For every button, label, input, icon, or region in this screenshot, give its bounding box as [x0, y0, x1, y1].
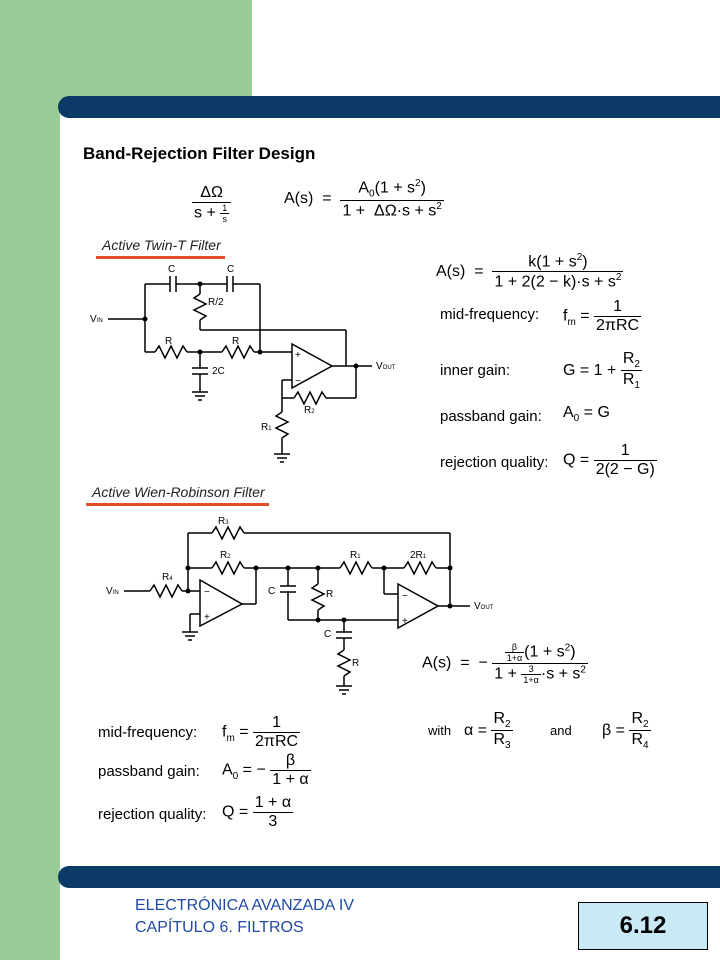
and-label: and [550, 723, 572, 738]
svg-text:+: + [295, 350, 301, 361]
svg-text:C: C [168, 264, 175, 275]
svg-text:2R1: 2R1 [410, 550, 427, 561]
bottom-blue-band [58, 866, 720, 888]
wien-mid-frequency-label: mid-frequency: [98, 724, 198, 741]
wien-robinson-heading: Active Wien-Robinson Filter [86, 484, 269, 506]
svg-text:−: − [295, 376, 301, 387]
svg-text:R: R [326, 589, 333, 600]
svg-text:VIN: VIN [106, 586, 119, 597]
top-blue-band [58, 96, 720, 118]
svg-text:R1: R1 [350, 550, 361, 561]
footer-line-2: CAPÍTULO 6. FILTROS [135, 919, 304, 936]
twin-t-heading: Active Twin-T Filter [96, 237, 225, 259]
svg-text:−: − [402, 591, 408, 602]
svg-text:VOUT: VOUT [474, 601, 494, 612]
footer-course-text: ELECTRÓNICA AVANZADA IV CAPÍTULO 6. FILT… [135, 895, 354, 939]
svg-text:−: − [204, 587, 210, 598]
svg-text:C: C [324, 629, 331, 640]
wien-passband-gain-label: passband gain: [98, 763, 200, 780]
svg-text:+: + [204, 612, 210, 623]
svg-text:C: C [227, 264, 234, 275]
svg-text:R4: R4 [162, 572, 173, 583]
page-title: Band-Rejection Filter Design [83, 144, 316, 163]
twin-t-rejection-quality-label: rejection quality: [440, 454, 549, 471]
twin-t-passband-gain-label: passband gain: [440, 408, 542, 425]
top-green-block [60, 0, 252, 100]
footer-line-1: ELECTRÓNICA AVANZADA IV [135, 897, 355, 914]
left-green-sidebar [0, 0, 60, 960]
svg-text:2C: 2C [212, 366, 225, 377]
twin-t-transfer-function: A(s) = k(1 + s2)1 + 2(2 − k)·s + s2 [436, 252, 624, 291]
svg-text:R3: R3 [218, 516, 229, 527]
svg-text:+: + [402, 616, 408, 627]
svg-text:C: C [268, 586, 275, 597]
wien-rejection-quality-label: rejection quality: [98, 806, 207, 823]
twin-t-inner-gain-label: inner gain: [440, 362, 511, 379]
svg-text:R1: R1 [261, 422, 272, 433]
svg-text:R: R [165, 336, 172, 347]
svg-text:R2: R2 [304, 405, 315, 416]
svg-text:R: R [232, 336, 239, 347]
twin-t-mid-frequency-label: mid-frequency: [440, 306, 540, 323]
svg-text:R/2: R/2 [208, 297, 224, 308]
svg-text:R: R [352, 658, 359, 669]
base-transfer-function: A(s) = A0(1 + s2)1 + ΔΩ·s + s2 [284, 178, 444, 219]
svg-text:VIN: VIN [90, 314, 103, 325]
page-number-box: 6.12 [578, 902, 708, 950]
twin-t-passband-gain-formula: A0 = G [563, 404, 610, 425]
svg-text:VOUT: VOUT [376, 361, 396, 372]
with-label: with [428, 723, 452, 738]
svg-text:R2: R2 [220, 550, 231, 561]
